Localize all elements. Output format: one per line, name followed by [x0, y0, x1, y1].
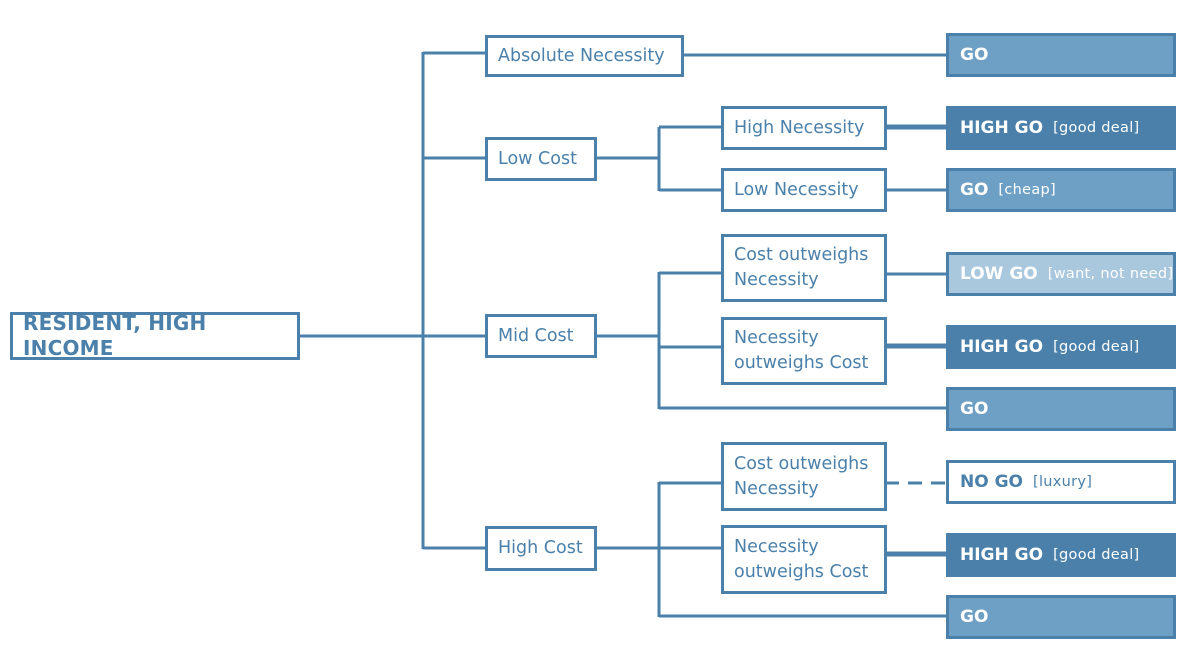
outcome-go: GO [cheap] [946, 168, 1176, 212]
node-label: Low Cost [498, 148, 577, 169]
outcome-note: [good deal] [1053, 339, 1140, 355]
node-high-cost-outweighs-necessity: Cost outweighs Necessity [721, 442, 887, 511]
node-label-line: Necessity [734, 536, 819, 557]
node-label-line: Necessity [734, 328, 819, 348]
outcome-label: GO [960, 607, 989, 627]
outcome-label: NO GO [960, 472, 1024, 492]
outcome-note: [cheap] [998, 182, 1056, 198]
outcome-label: LOW GO [960, 264, 1038, 284]
outcome-low-go: LOW GO [want, not need] [946, 252, 1176, 296]
node-high-necessity-outweighs-cost: Necessity outweighs Cost [721, 525, 887, 594]
node-label: High Cost [498, 538, 583, 558]
node-label-line: Necessity [734, 478, 819, 499]
outcome-label: GO [960, 180, 989, 200]
outcome-note: [luxury] [1033, 474, 1093, 490]
node-mid-necessity-outweighs-cost: Necessity outweighs Cost [721, 317, 887, 385]
node-label: Low Necessity [734, 179, 859, 200]
outcome-high-go: HIGH GO [good deal] [946, 325, 1176, 369]
outcome-go: GO [946, 33, 1176, 77]
outcome-label: GO [960, 399, 989, 419]
node-mid-cost-outweighs-necessity: Cost outweighs Necessity [721, 234, 887, 302]
node-label-line: outweighs Cost [734, 561, 869, 582]
outcome-high-go: HIGH GO [good deal] [946, 106, 1176, 150]
outcome-note: [good deal] [1053, 120, 1140, 136]
node-label-line: outweighs Cost [734, 353, 869, 373]
node-high-necessity: High Necessity [721, 106, 887, 150]
node-label: Absolute Necessity [498, 45, 665, 66]
outcome-label: GO [960, 45, 989, 65]
node-high-cost: High Cost [485, 526, 597, 571]
node-low-cost: Low Cost [485, 137, 597, 181]
node-low-necessity: Low Necessity [721, 168, 887, 212]
node-label-line: Cost outweighs [734, 245, 869, 265]
outcome-label: HIGH GO [960, 118, 1044, 138]
node-mid-cost: Mid Cost [485, 314, 597, 358]
node-label: Mid Cost [498, 325, 574, 346]
outcome-note: [want, not need] [1047, 266, 1174, 282]
outcome-go: GO [946, 387, 1176, 431]
root-label: RESIDENT, HIGH INCOME [23, 311, 207, 360]
root-node: RESIDENT, HIGH INCOME [10, 311, 300, 360]
node-label: High Necessity [734, 117, 865, 138]
outcome-label: HIGH GO [960, 545, 1044, 565]
node-label-line: Necessity [734, 270, 819, 290]
outcome-go: GO [946, 595, 1176, 639]
outcome-note: [good deal] [1053, 547, 1140, 563]
outcome-no-go: NO GO [luxury] [946, 460, 1176, 504]
outcome-label: HIGH GO [960, 337, 1044, 357]
node-absolute-necessity: Absolute Necessity [485, 35, 684, 77]
outcome-high-go: HIGH GO [good deal] [946, 533, 1176, 577]
node-label-line: Cost outweighs [734, 453, 869, 474]
